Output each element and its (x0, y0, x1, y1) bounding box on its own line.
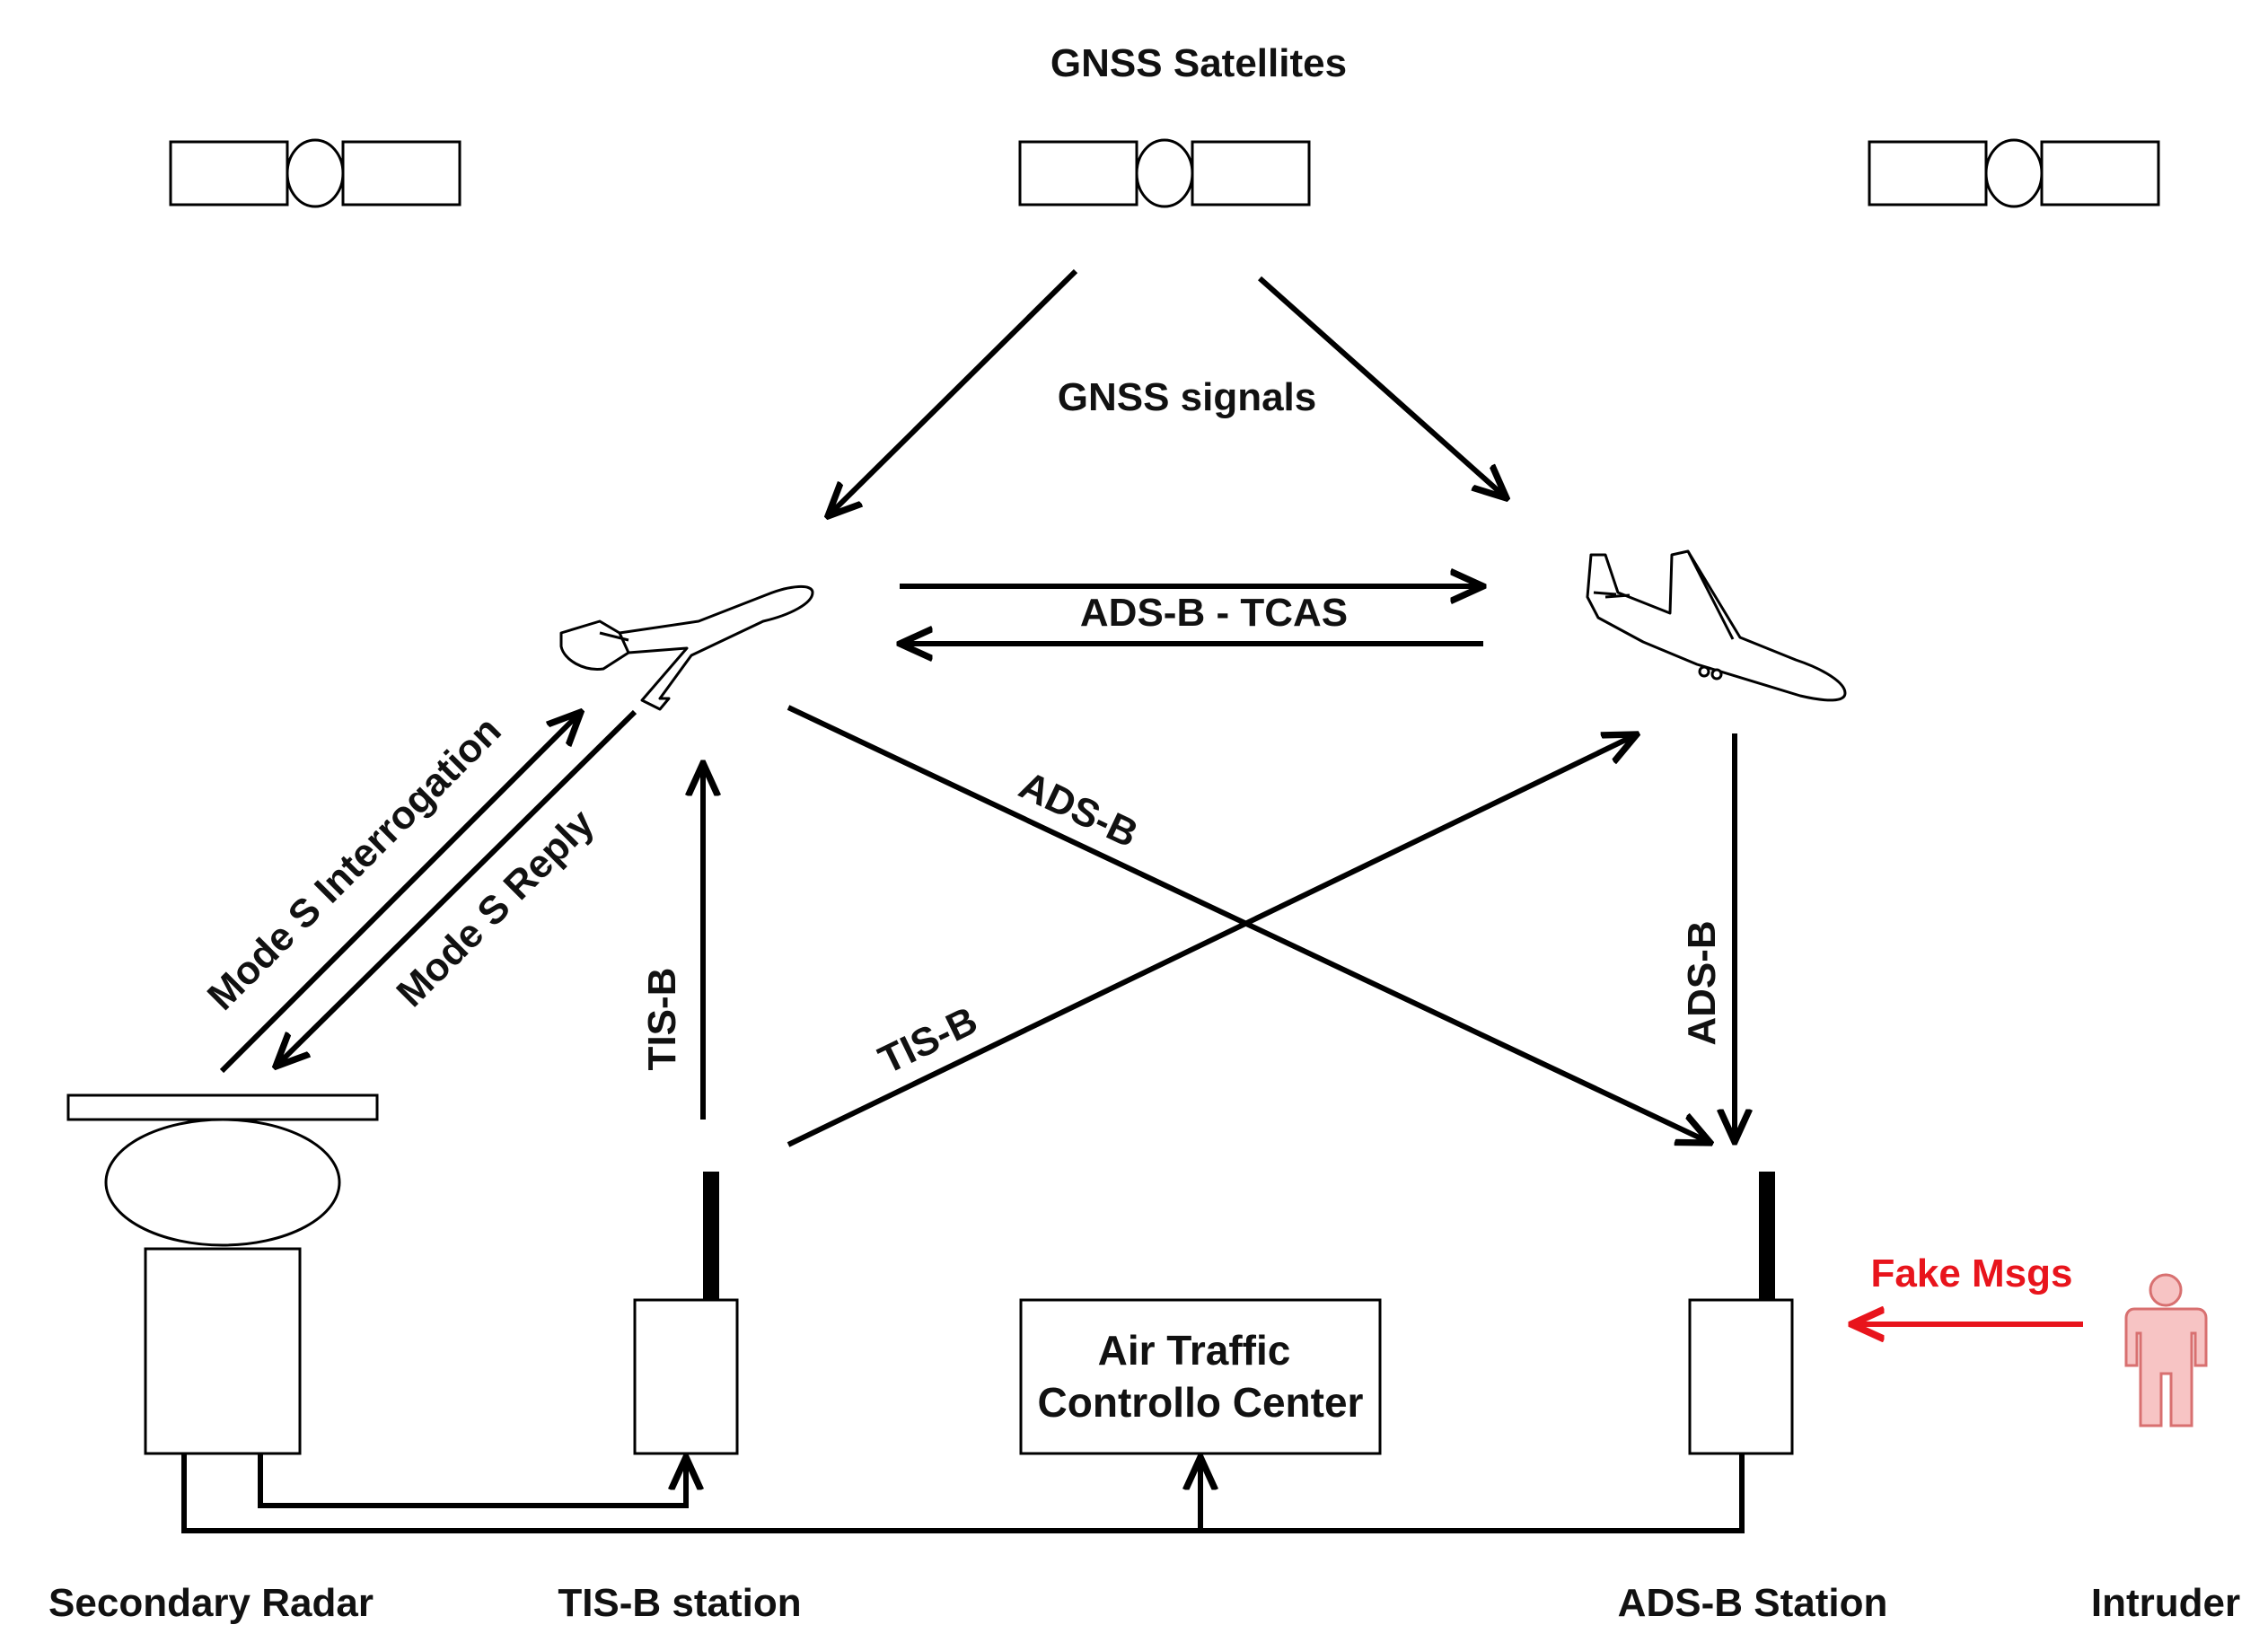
adsb-vertical-label: ADS-B (1680, 920, 1724, 1045)
fake-msgs-label: Fake Msgs (1871, 1251, 2073, 1295)
airplane-icon (1586, 549, 1847, 702)
tisb-station-label: TIS-B station (558, 1581, 801, 1625)
diagram-title: GNSS Satellites (1050, 41, 1347, 85)
satellite-icon (1018, 138, 1311, 208)
tisb-diagonal-arrow (787, 734, 1637, 1147)
adsb-diagonal-arrow (787, 705, 1710, 1143)
gnss-signals-label: GNSS signals (1058, 375, 1317, 419)
satellite-icon (1868, 138, 2160, 208)
secondary-radar-label: Secondary Radar (48, 1581, 374, 1625)
antenna-icon (633, 1172, 739, 1455)
gnss-arrow-left (828, 268, 1078, 516)
tisb-vertical-label: TIS-B (640, 968, 684, 1071)
adsb-tcas-label: ADS-B - TCAS (1080, 591, 1348, 635)
gnss-arrow-right (1258, 276, 1507, 498)
atc-line2: Controllo Center (1038, 1379, 1364, 1426)
tisb-diagonal-label: TIS-B (872, 998, 984, 1083)
adsb-station-label: ADS-B Station (1618, 1581, 1888, 1625)
radar-to-tisb-link (258, 1453, 686, 1508)
mode-s-reply-arrow (276, 709, 637, 1067)
intruder-label: Intruder (2091, 1581, 2240, 1625)
mode-s-reply-label: Mode S Reply (388, 801, 602, 1015)
radar-icon (66, 1093, 379, 1455)
person-icon (2124, 1273, 2208, 1427)
airplane-icon (559, 585, 814, 711)
satellite-icon (169, 138, 462, 208)
ground-network-bus (181, 1453, 1745, 1533)
atc-line1: Air Traffic (1098, 1327, 1291, 1374)
atc-center-box: Air Traffic Controllo Center (1019, 1298, 1382, 1455)
mode-s-interrogation-label: Mode S Interrogation (199, 708, 510, 1019)
mode-s-interrogation-arrow (219, 712, 581, 1074)
antenna-icon (1688, 1172, 1794, 1455)
